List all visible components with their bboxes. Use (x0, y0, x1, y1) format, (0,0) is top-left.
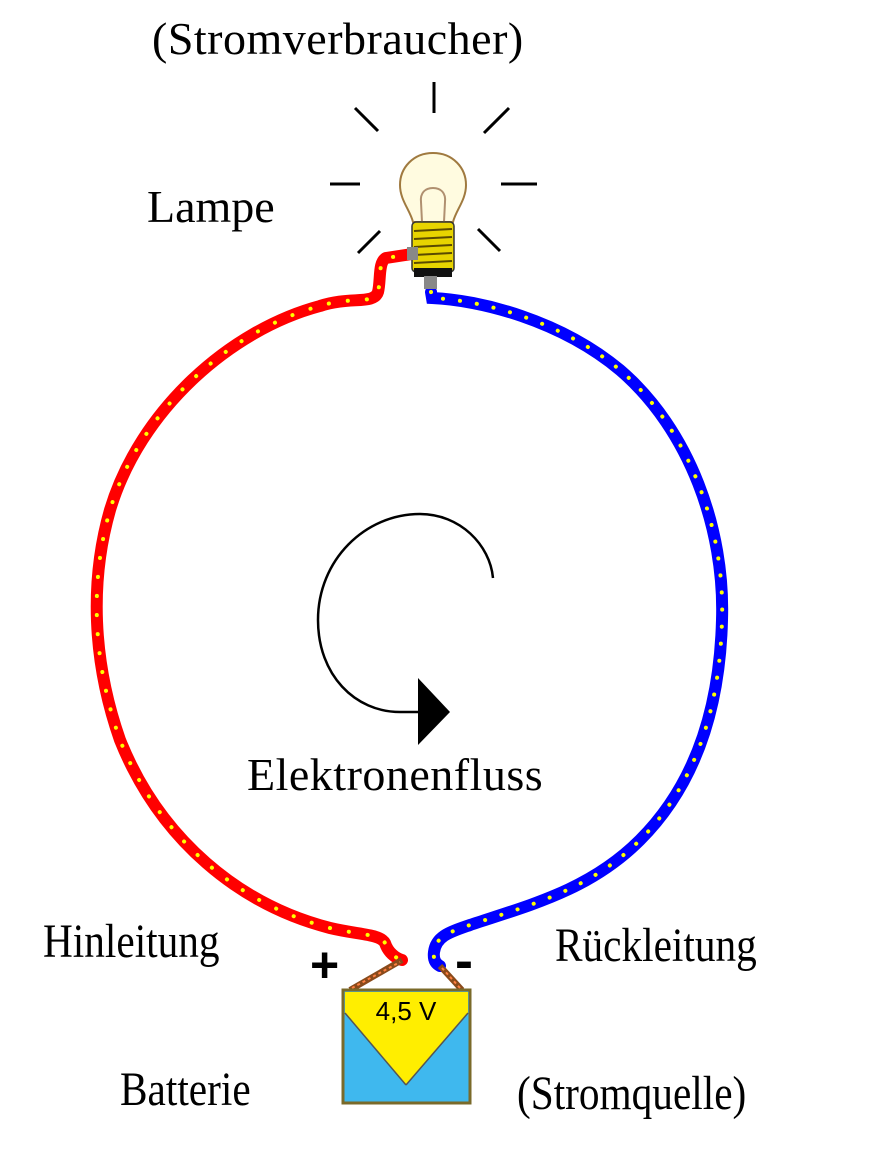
electron-flow-arc (316, 512, 495, 714)
ray-top-right (482, 106, 511, 135)
ray-bottom-right (476, 227, 502, 253)
electron-flow-arrowhead (418, 678, 450, 745)
forward-wire-dots (94, 252, 414, 962)
bulb-base (414, 268, 452, 277)
electron-flow-arrow-icon (316, 512, 495, 745)
bulb-bottom-contact (424, 276, 437, 289)
return-line-label: Rückleitung (555, 919, 757, 972)
battery-voltage-label: 4,5 V (376, 996, 437, 1026)
battery-label: Batterie (120, 1063, 251, 1116)
light-rays (330, 82, 537, 255)
lamp-label: Lampe (147, 181, 275, 232)
forward-wire-path (90, 248, 418, 966)
battery-icon: 4,5 V (341, 957, 472, 1105)
electron-flow-label: Elektronenfluss (247, 749, 544, 800)
plus-terminal-label: + (310, 937, 340, 993)
ray-bottom-left (356, 229, 382, 255)
forward-line-label: Hinleitung (43, 915, 220, 968)
bulb-filament (419, 186, 447, 223)
bulb-side-contact (407, 247, 418, 260)
source-role-label: (Stromquelle) (517, 1067, 747, 1120)
return-wire-path (425, 286, 729, 972)
consumer-role-label: (Stromverbraucher) (152, 13, 524, 64)
lamp-bulb-icon (398, 151, 468, 289)
return-wire-dots (429, 290, 725, 968)
return-wire (425, 286, 729, 972)
forward-wire (90, 248, 418, 966)
battery-label-area (345, 992, 468, 1085)
minus-terminal-label: - (455, 931, 473, 991)
ray-top-left (353, 106, 380, 133)
